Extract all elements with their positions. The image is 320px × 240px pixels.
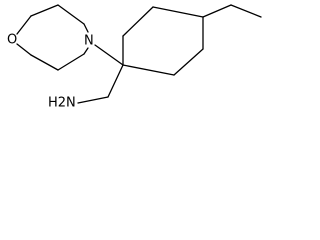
bond [122, 64, 175, 76]
oxygen-atom-label: O [7, 33, 17, 48]
amine-group-label: H2N [48, 96, 76, 111]
bond [30, 54, 59, 71]
aminomethyl-group [77, 64, 124, 104]
ethyl-group [202, 4, 262, 18]
morpholine-ring [16, 4, 89, 71]
bond [173, 48, 204, 76]
bond-n-to-ring [94, 44, 124, 66]
molecule-structure: O N H2N [7, 4, 262, 111]
bond [230, 4, 262, 18]
bond [77, 96, 109, 104]
bond [16, 15, 32, 35]
bond [30, 4, 59, 17]
cyclohexane-ring [122, 6, 204, 76]
bond [16, 43, 32, 56]
nitrogen-atom-label: N [84, 34, 94, 49]
bond [122, 6, 154, 37]
bond [202, 4, 232, 18]
bond [152, 6, 204, 18]
bond [83, 23, 89, 33]
bond [83, 47, 89, 55]
bond [57, 53, 85, 71]
bond [57, 4, 85, 25]
bond [107, 64, 124, 98]
